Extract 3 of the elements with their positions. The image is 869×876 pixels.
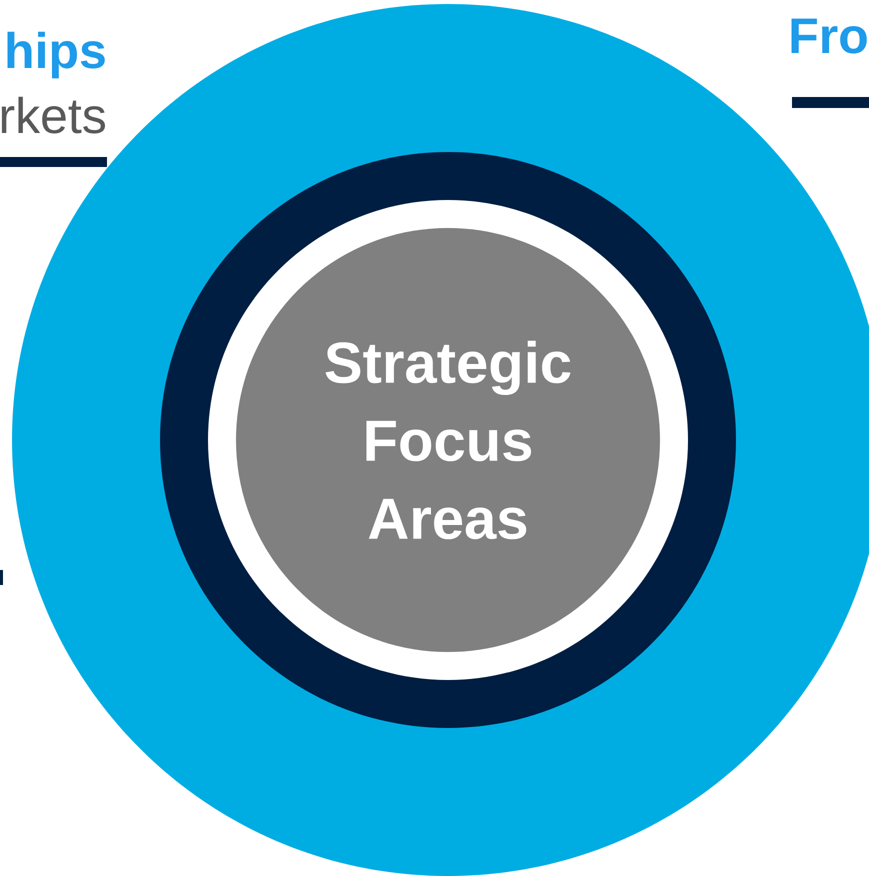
- subheading-text: rkets: [2, 96, 105, 134]
- heading-text: Fro: [792, 18, 867, 54]
- heading-text: hips: [8, 32, 105, 78]
